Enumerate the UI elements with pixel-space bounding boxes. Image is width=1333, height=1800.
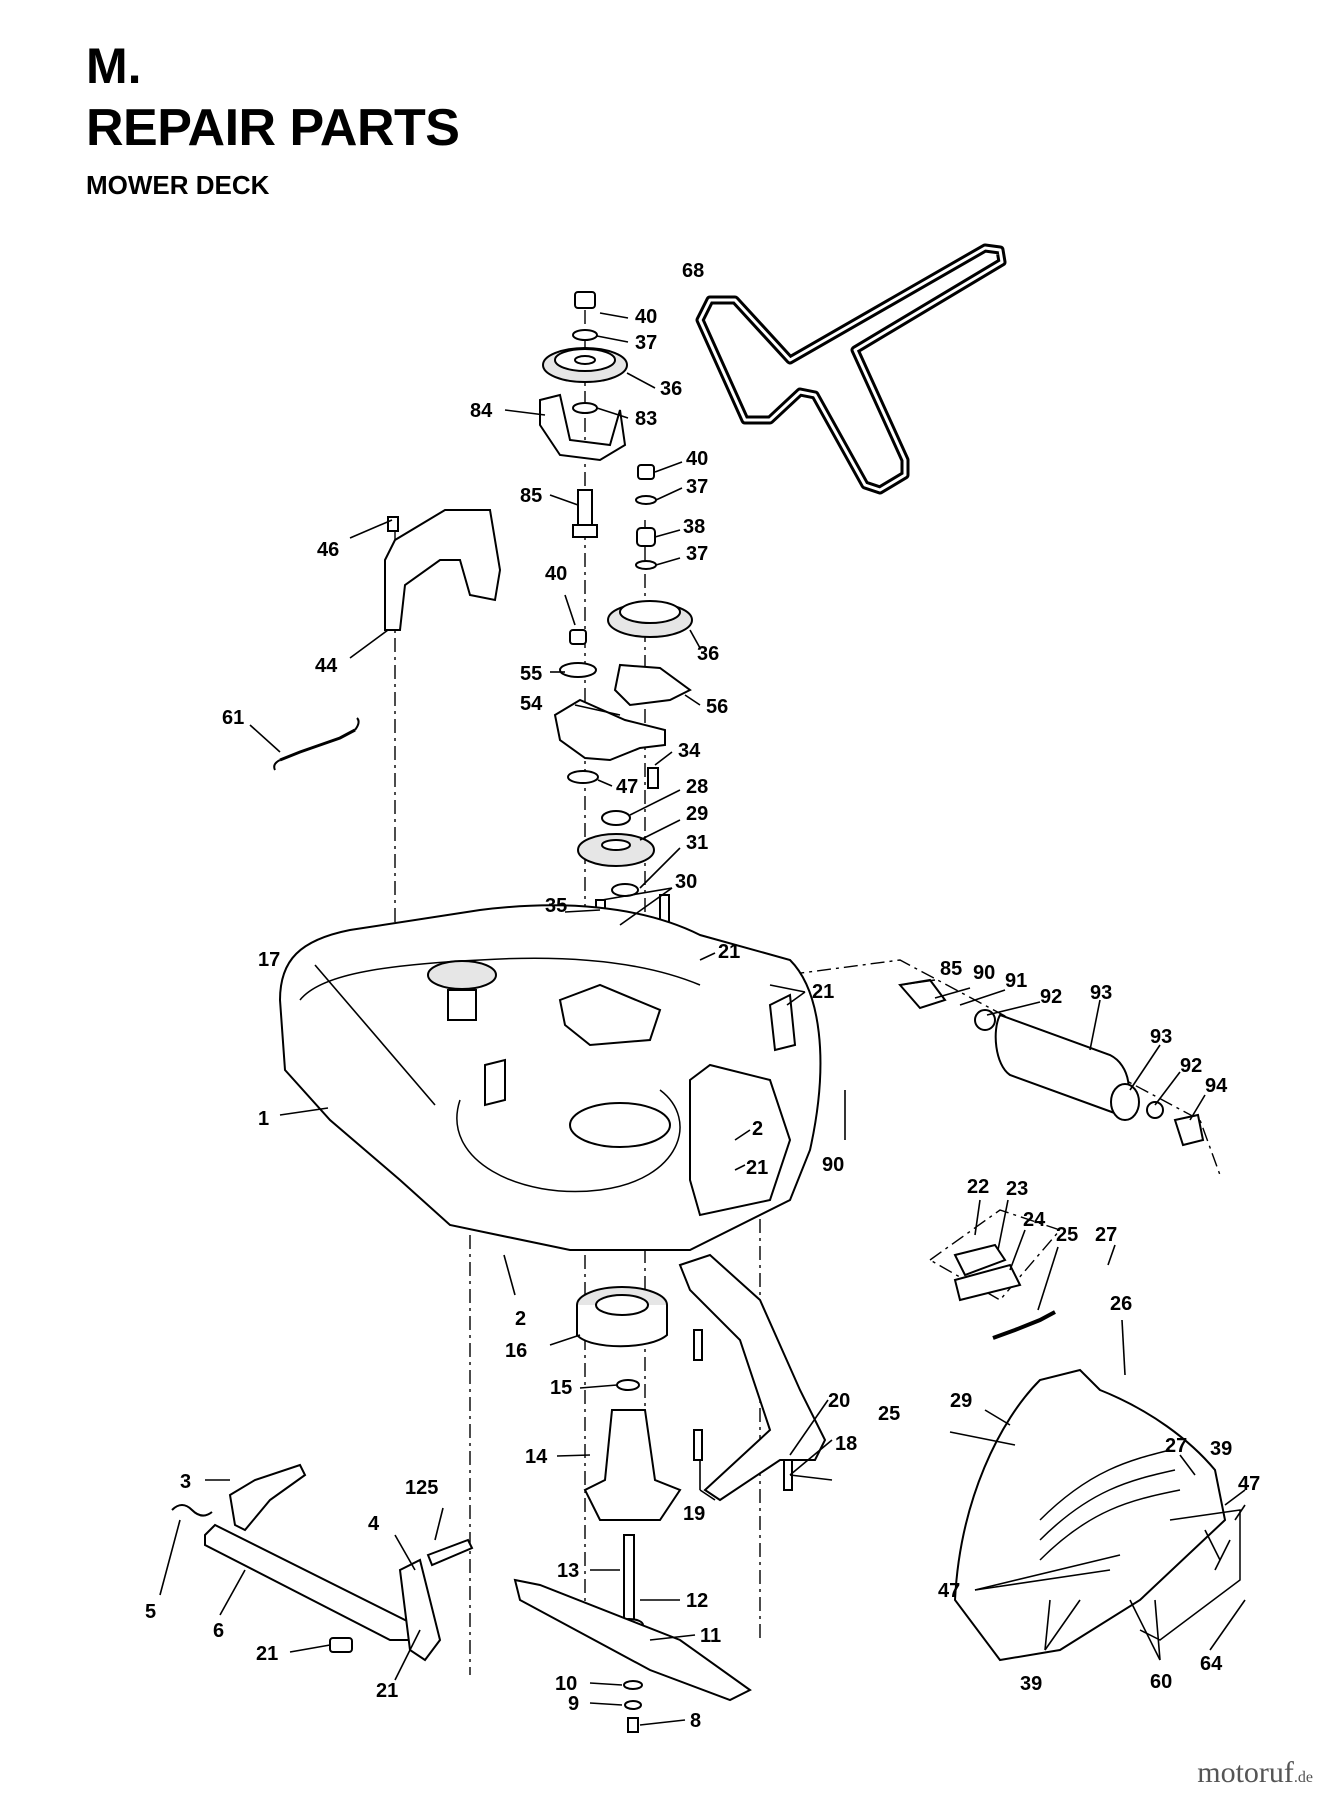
part-label: 37 [686, 543, 708, 565]
part-label: 25 [878, 1403, 900, 1425]
part-label: 46 [317, 539, 339, 561]
part-label: 27 [1095, 1224, 1117, 1246]
part-label: 30 [675, 871, 697, 893]
watermark-name: motoruf [1197, 1756, 1294, 1789]
part-label: 15 [550, 1377, 572, 1399]
watermark-suffix: .de [1293, 1769, 1313, 1786]
part-label: 40 [686, 448, 708, 470]
part-label: 40 [635, 306, 657, 328]
part-label: 21 [256, 1643, 278, 1665]
part-label: 2 [515, 1308, 526, 1330]
deck-support-arm [678, 1253, 827, 1502]
mower-deck-housing [278, 904, 822, 1251]
part-label: 5 [145, 1601, 156, 1623]
blade-spindle-assembly [513, 1286, 752, 1733]
part-label: 12 [686, 1590, 708, 1612]
part-label: 6 [213, 1620, 224, 1642]
part-label: 92 [1040, 986, 1062, 1008]
part-label: 26 [1110, 1293, 1132, 1315]
part-label: 93 [1090, 982, 1112, 1004]
anti-scalp-roller-assembly [898, 978, 1205, 1147]
part-label: 4 [368, 1513, 380, 1535]
part-label: 29 [686, 803, 708, 825]
part-label: 31 [686, 832, 708, 854]
lower-idler-pulley-stack [607, 464, 693, 707]
part-label: 22 [967, 1176, 989, 1198]
part-label: 24 [1023, 1209, 1046, 1231]
part-label: 39 [1020, 1673, 1042, 1695]
part-label: 11 [700, 1625, 721, 1647]
part-label: 14 [525, 1446, 548, 1468]
part-label: 54 [520, 693, 543, 715]
part-label: 47 [616, 776, 638, 798]
roller-bracket-assembly [953, 1243, 1056, 1340]
part-label: 2 [752, 1118, 763, 1140]
watermark-logo: motoruf.de [1197, 1756, 1313, 1790]
part-label: 13 [557, 1560, 579, 1582]
height-adjust-linkage [171, 1463, 474, 1662]
part-label: 61 [222, 707, 244, 729]
part-label: 10 [555, 1673, 577, 1695]
page-subtitle: MOWER DECK [86, 170, 270, 200]
part-label: 47 [1238, 1473, 1260, 1495]
part-label: 39 [1210, 1438, 1232, 1460]
part-label: 19 [683, 1503, 705, 1525]
part-label: 28 [686, 776, 708, 798]
idler-arm-assembly [553, 629, 708, 966]
part-label: 85 [520, 485, 542, 507]
section-letter: M. [86, 38, 142, 94]
part-label: 125 [405, 1477, 438, 1499]
part-label: 3 [180, 1471, 191, 1493]
part-label: 9 [568, 1693, 579, 1715]
part-label: 93 [1150, 1026, 1172, 1048]
part-label: 37 [686, 476, 708, 498]
part-label: 20 [828, 1390, 850, 1412]
part-label: 92 [1180, 1055, 1202, 1077]
part-label: 84 [470, 400, 493, 422]
part-label: 36 [697, 643, 719, 665]
part-label: 37 [635, 332, 657, 354]
upper-idler-pulley-stack [539, 291, 628, 538]
part-label: 68 [682, 260, 704, 282]
part-label: 18 [835, 1433, 857, 1455]
drive-belt-inner [698, 246, 1004, 492]
discharge-chute [953, 1368, 1241, 1662]
part-label: 83 [635, 408, 657, 430]
spring-part-61 [273, 717, 360, 771]
part-label: 60 [1150, 1671, 1172, 1693]
part-label: 21 [718, 941, 740, 963]
part-label: 85 [940, 958, 962, 980]
part-label: 21 [746, 1157, 768, 1179]
part-label: 47 [938, 1580, 960, 1602]
part-label: 90 [822, 1154, 844, 1176]
part-label: 35 [545, 895, 567, 917]
part-label: 17 [258, 949, 280, 971]
part-label: 64 [1200, 1653, 1223, 1675]
part-label: 40 [545, 563, 567, 585]
belt-guard [384, 509, 502, 631]
part-label: 34 [678, 740, 701, 762]
part-label: 44 [315, 655, 338, 677]
part-label: 16 [505, 1340, 527, 1362]
part-label: 25 [1056, 1224, 1078, 1246]
part-label: 56 [706, 696, 728, 718]
part-label: 21 [812, 981, 834, 1003]
part-label: 8 [690, 1710, 701, 1732]
part-label: 27 [1165, 1435, 1187, 1457]
part-label: 1 [258, 1108, 269, 1130]
page-title: REPAIR PARTS [86, 99, 460, 157]
part-label: 36 [660, 378, 682, 400]
part-label: 38 [683, 516, 705, 538]
part-label: 29 [950, 1390, 972, 1412]
part-label: 90 [973, 962, 995, 984]
drive-belt [695, 243, 1007, 495]
part-label: 94 [1205, 1075, 1228, 1097]
part-label: 21 [376, 1680, 398, 1702]
part-label: 55 [520, 663, 542, 685]
part-label: 23 [1006, 1178, 1028, 1200]
part-label: 91 [1005, 970, 1027, 992]
